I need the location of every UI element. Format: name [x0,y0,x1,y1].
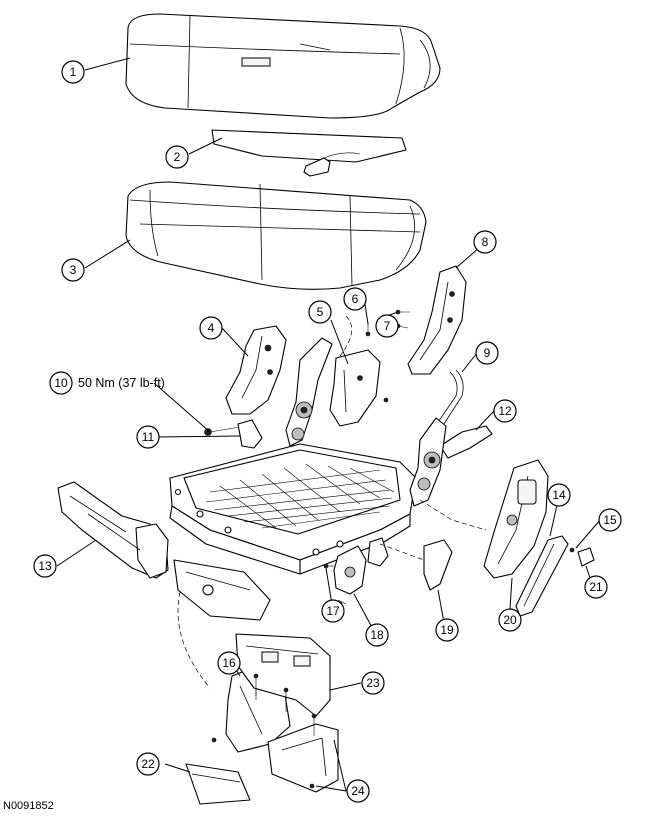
svg-text:24: 24 [351,784,365,798]
svg-text:18: 18 [370,628,384,642]
assembly-phantom-lines [177,315,487,689]
callout-5: 5 [308,300,332,324]
callout-2: 2 [165,145,189,169]
figure-id: N0091852 [3,800,54,812]
callout-23: 23 [361,671,385,695]
svg-text:20: 20 [503,613,517,627]
part-release-handle [439,425,493,459]
callout-17: 17 [321,599,345,623]
svg-text:3: 3 [70,263,77,277]
part-right-riser-cover [211,673,339,793]
svg-text:11: 11 [142,430,155,444]
callout-6: 6 [343,287,367,311]
svg-text:2: 2 [174,150,181,164]
callout-22: 22 [136,752,160,776]
part-seat-frame [169,443,417,575]
part-left-side-shield [57,481,169,579]
callout-12: 12 [493,399,517,423]
svg-text:5: 5 [317,305,324,319]
svg-text:1: 1 [70,65,77,79]
part-seat-cushion-cover [125,13,441,119]
svg-text:16: 16 [222,656,236,670]
svg-text:21: 21 [589,580,603,594]
part-right-frame-cover [407,265,467,375]
svg-text:19: 19 [440,623,454,637]
svg-text:15: 15 [603,513,617,527]
part-bracket [237,419,263,449]
callout-15: 15 [598,508,622,532]
part-recliner-cover [329,349,381,427]
callout-18: 18 [365,623,389,647]
part-riser [173,559,271,621]
callout-21: 21 [584,575,608,599]
svg-text:17: 17 [326,604,340,618]
callout-13: 13 [33,554,57,578]
callout-1: 1 [61,60,85,84]
callout-10: 10 [49,371,73,395]
callout-19: 19 [435,618,459,642]
callout-4: 4 [199,316,223,340]
callout-3: 3 [61,258,85,282]
svg-text:13: 13 [38,559,52,573]
svg-text:4: 4 [208,321,215,335]
callout-7: 7 [375,314,399,338]
part-left-recliner [285,337,333,447]
part-latch-assembly [323,537,453,607]
callout-16: 16 [217,651,241,675]
callout-24: 24 [346,779,370,803]
callout-8: 8 [473,230,497,254]
callout-14: 14 [547,483,571,507]
svg-text:8: 8 [482,235,489,249]
part-right-side-shield [483,459,549,579]
svg-text:22: 22 [141,757,155,771]
svg-text:10: 10 [54,376,68,390]
part-manual [185,763,251,805]
part-seat-cushion [125,181,427,290]
svg-text:6: 6 [352,292,359,306]
svg-text:12: 12 [498,404,512,418]
part-handle-cover [515,535,595,617]
svg-text:14: 14 [552,488,566,502]
callout-11: 11 [136,425,160,449]
svg-text:9: 9 [484,346,491,360]
part-right-recliner [409,417,447,507]
callout-20: 20 [498,608,522,632]
part-left-frame-cover [225,325,287,415]
svg-text:23: 23 [366,676,380,690]
svg-text:7: 7 [384,319,391,333]
callout-9: 9 [475,341,499,365]
part-cushion-pad [211,129,407,177]
torque-spec: 50 Nm (37 lb-ft) [78,376,165,390]
